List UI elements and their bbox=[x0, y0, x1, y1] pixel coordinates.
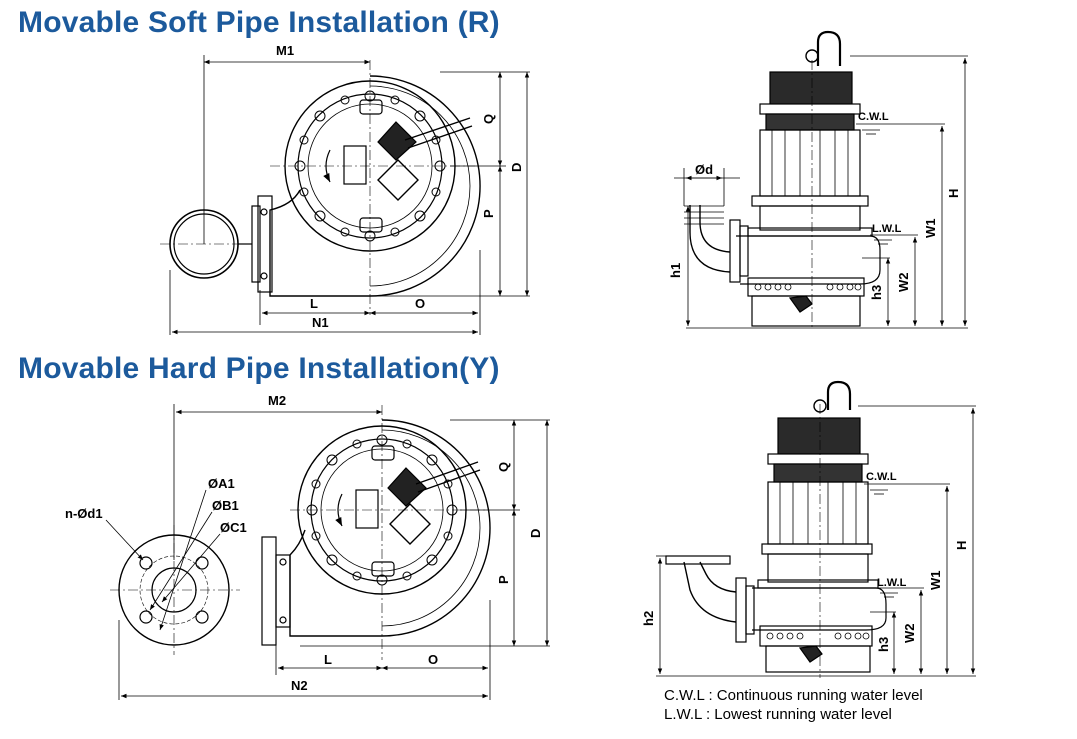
dim-w2-soft: W2 bbox=[896, 273, 911, 293]
dim-q-hard: Q bbox=[496, 462, 511, 472]
dim-l-hard: L bbox=[324, 652, 332, 667]
dim-m2: M2 bbox=[268, 393, 286, 408]
hard-plan-centerlines bbox=[110, 405, 485, 660]
legend-lwl: L.W.L : Lowest running water level bbox=[664, 706, 892, 723]
dim-b1: ØB1 bbox=[212, 498, 239, 513]
dim-w1-soft: W1 bbox=[923, 219, 938, 239]
dim-h-hard: H bbox=[954, 541, 969, 550]
legend-cwl: C.W.L : Continuous running water level bbox=[664, 687, 923, 704]
title-hard-pipe: Movable Hard Pipe Installation(Y) bbox=[18, 352, 500, 385]
dim-p: P bbox=[481, 209, 496, 218]
dim-h1: h1 bbox=[668, 263, 683, 278]
hard-plan-dimensions bbox=[105, 404, 550, 700]
dim-n1: N1 bbox=[312, 315, 329, 330]
dim-l: L bbox=[310, 296, 318, 311]
dim-q: Q bbox=[481, 114, 496, 124]
soft-lwl-label: L.W.L bbox=[872, 223, 902, 235]
dim-h3-hard: h3 bbox=[876, 637, 891, 652]
hard-elev-dimensions bbox=[656, 405, 976, 677]
soft-plan-view bbox=[169, 75, 481, 297]
hard-lwl-label: L.W.L bbox=[877, 577, 907, 589]
dim-o-hard: O bbox=[428, 652, 438, 667]
dim-m1: M1 bbox=[276, 43, 294, 58]
dim-o: O bbox=[415, 296, 425, 311]
soft-plan-dimensions bbox=[169, 55, 530, 335]
hard-elevation-view bbox=[665, 380, 887, 673]
dim-n2: N2 bbox=[291, 678, 308, 693]
dim-h2: h2 bbox=[641, 611, 656, 626]
dim-w1-hard: W1 bbox=[928, 571, 943, 591]
hard-cwl-label: C.W.L bbox=[866, 471, 897, 483]
soft-elevation-view bbox=[684, 30, 881, 327]
soft-elev-dimensions bbox=[674, 55, 968, 329]
dim-nd1: n-Ød1 bbox=[65, 506, 103, 521]
soft-cwl-label: C.W.L bbox=[858, 111, 889, 123]
title-soft-pipe: Movable Soft Pipe Installation (R) bbox=[18, 6, 500, 39]
dim-p-hard: P bbox=[496, 575, 511, 584]
dim-h-soft: H bbox=[946, 189, 961, 198]
dim-a1: ØA1 bbox=[208, 476, 235, 491]
dim-d-hard: D bbox=[528, 529, 543, 538]
hard-plan-view bbox=[118, 419, 491, 646]
dim-w2-hard: W2 bbox=[902, 624, 917, 644]
soft-plan-centerlines bbox=[160, 60, 475, 315]
dim-d: D bbox=[509, 163, 524, 172]
dim-h3-soft: h3 bbox=[869, 285, 884, 300]
dim-d-small: Ød bbox=[695, 162, 713, 177]
dim-c1: ØC1 bbox=[220, 520, 247, 535]
